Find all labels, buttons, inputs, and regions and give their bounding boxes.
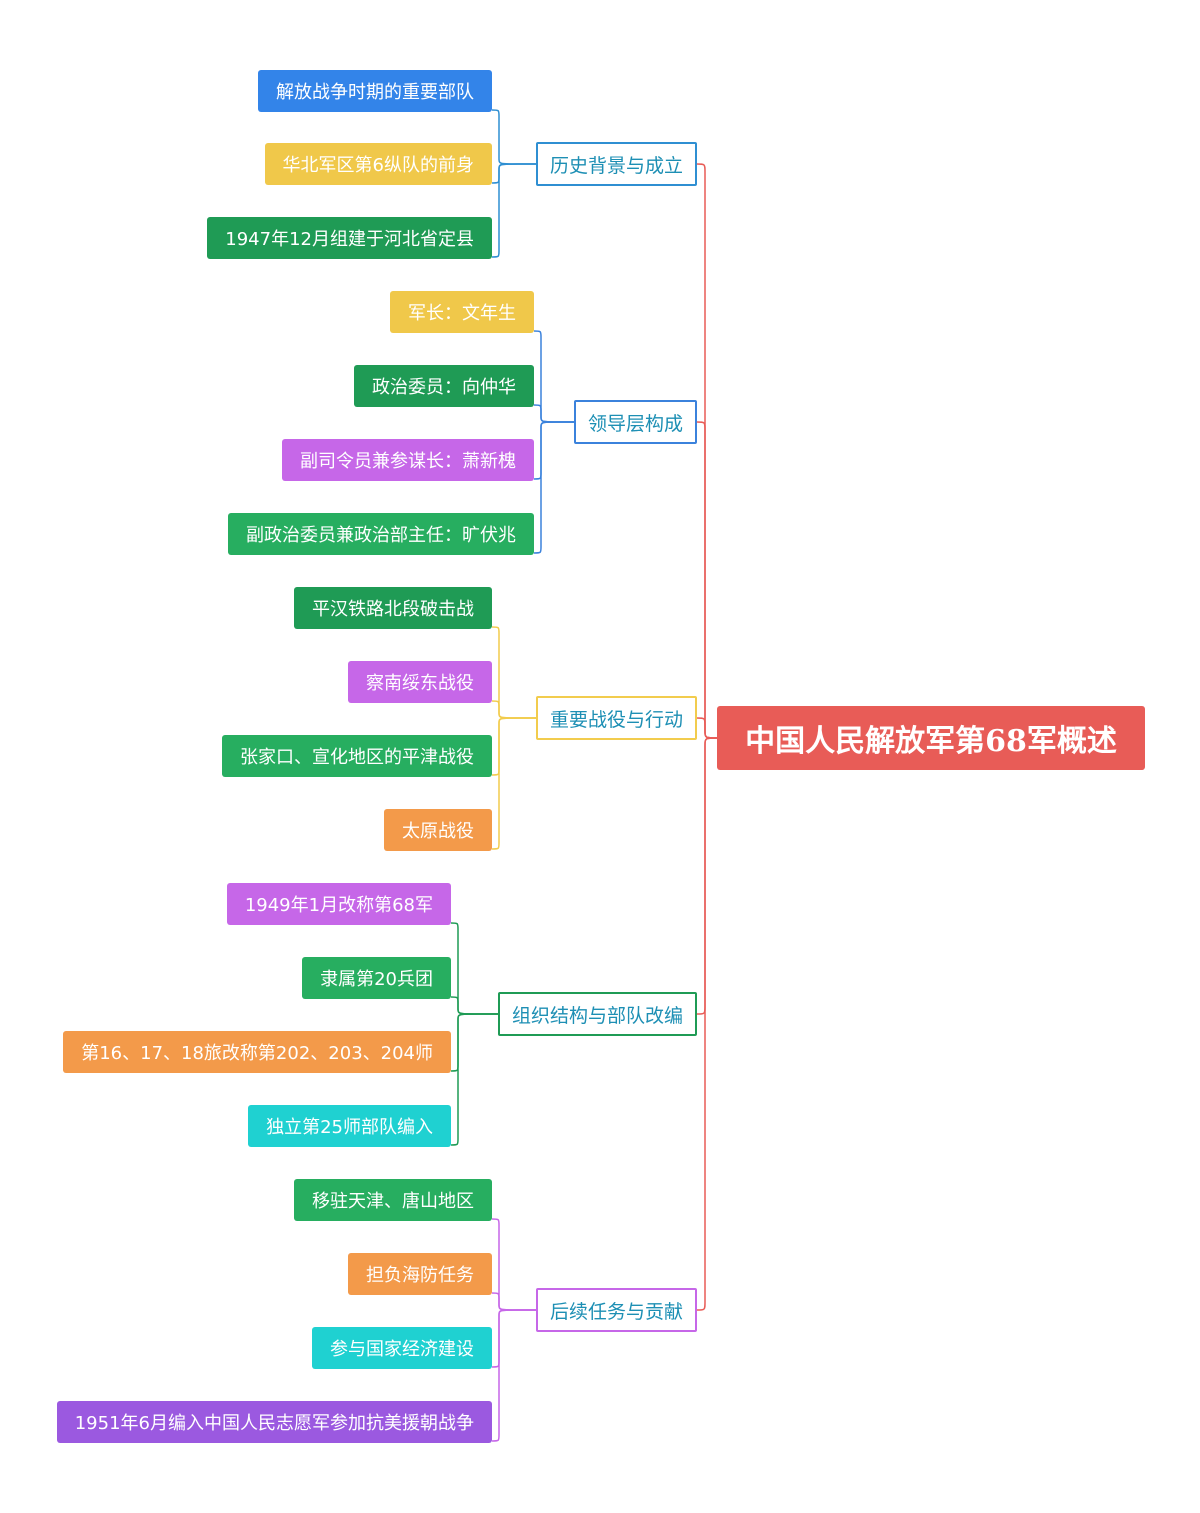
branch-leaf-connector — [450, 1013, 498, 1146]
leaf-node[interactable]: 军长：文年生 — [390, 291, 534, 333]
branch-node[interactable]: 历史背景与成立 — [535, 142, 697, 186]
leaf-node[interactable]: 华北军区第6纵队的前身 — [264, 143, 492, 185]
leaf-node[interactable]: 副政治委员兼政治部主任：旷伏兆 — [228, 513, 534, 555]
leaf-node[interactable]: 察南绥东战役 — [348, 661, 492, 703]
leaf-node[interactable]: 1949年1月改称第68军 — [226, 883, 451, 925]
leaf-node[interactable]: 移驻天津、唐山地区 — [294, 1179, 492, 1221]
leaf-node[interactable]: 太原战役 — [384, 809, 492, 851]
leaf-node[interactable]: 解放战争时期的重要部队 — [258, 70, 492, 112]
branch-leaf-connector — [491, 717, 536, 850]
leaf-node[interactable]: 1947年12月组建于河北省定县 — [207, 217, 492, 259]
leaf-node[interactable]: 平汉铁路北段破击战 — [294, 587, 492, 629]
branch-node[interactable]: 组织结构与部队改编 — [497, 992, 697, 1036]
root-branch-connector — [696, 737, 718, 1311]
leaf-node[interactable]: 隶属第20兵团 — [302, 957, 451, 999]
leaf-node[interactable]: 参与国家经济建设 — [312, 1327, 492, 1369]
branch-leaf-connector — [491, 163, 536, 258]
leaf-node[interactable]: 1951年6月编入中国人民志愿军参加抗美援朝战争 — [56, 1401, 492, 1443]
leaf-node[interactable]: 政治委员：向仲华 — [354, 365, 534, 407]
leaf-node[interactable]: 担负海防任务 — [348, 1253, 492, 1295]
leaf-node[interactable]: 第16、17、18旅改称第202、203、204师 — [63, 1031, 451, 1073]
leaf-node[interactable]: 副司令员兼参谋长：萧新槐 — [282, 439, 534, 481]
leaf-node[interactable]: 独立第25师部队编入 — [248, 1105, 451, 1147]
branch-node[interactable]: 重要战役与行动 — [535, 696, 697, 740]
branch-node[interactable]: 领导层构成 — [573, 400, 697, 444]
branch-leaf-connector — [491, 1309, 536, 1442]
leaf-node[interactable]: 张家口、宣化地区的平津战役 — [222, 735, 492, 777]
branch-leaf-connector — [533, 421, 574, 554]
root-node[interactable]: 中国人民解放军第68军概述 — [717, 706, 1145, 770]
branch-node[interactable]: 后续任务与贡献 — [535, 1288, 697, 1332]
